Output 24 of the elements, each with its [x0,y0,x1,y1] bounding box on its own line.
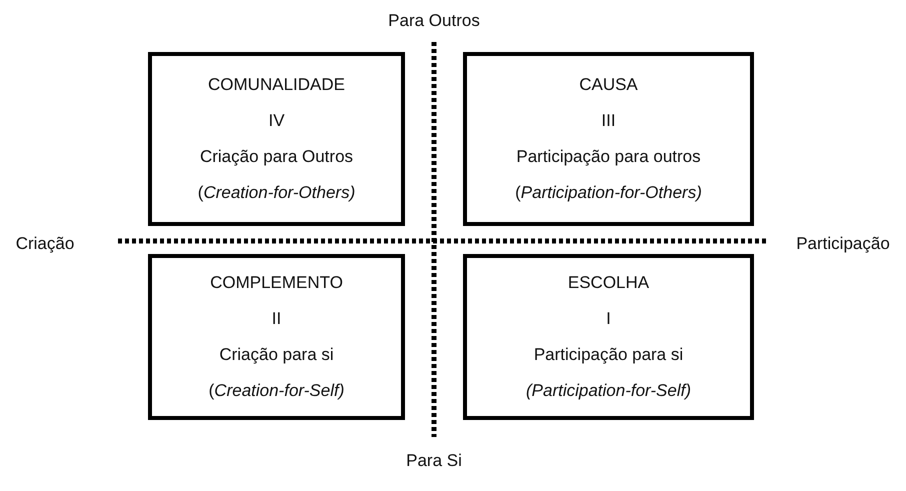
quadrant-title: COMPLEMENTO [210,272,343,294]
english-term: (Creation-for-Self) [208,380,344,402]
roman-numeral: I [606,308,611,330]
english-term: (Participation-for-Self) [526,380,692,402]
quadrant-description: Criação para si [219,344,334,366]
quadrant-box [148,52,405,226]
quadrant-box [463,254,754,420]
roman-numeral: III [601,110,616,132]
english-term: (Participation-for-Others) [515,182,702,204]
quadrant-description: Criação para Outros [200,146,354,168]
quadrant-description: Participação para si [534,344,684,366]
axis-label: Para Si [406,451,462,471]
quadrant-title: COMUNALIDADE [208,74,345,96]
english-term: (Creation-for-Others) [198,182,356,204]
quadrant-box [148,254,405,420]
axis-label: Participação [796,234,890,254]
axis-label: Criação [16,234,74,254]
roman-numeral: II [272,308,282,330]
quadrant-title: CAUSA [579,74,638,96]
quadrant-description: Participação para outros [516,146,701,168]
axis-label: Para Outros [388,11,480,31]
quadrant-title: ESCOLHA [568,272,650,294]
quadrant-box [463,52,754,226]
roman-numeral: IV [268,110,285,132]
